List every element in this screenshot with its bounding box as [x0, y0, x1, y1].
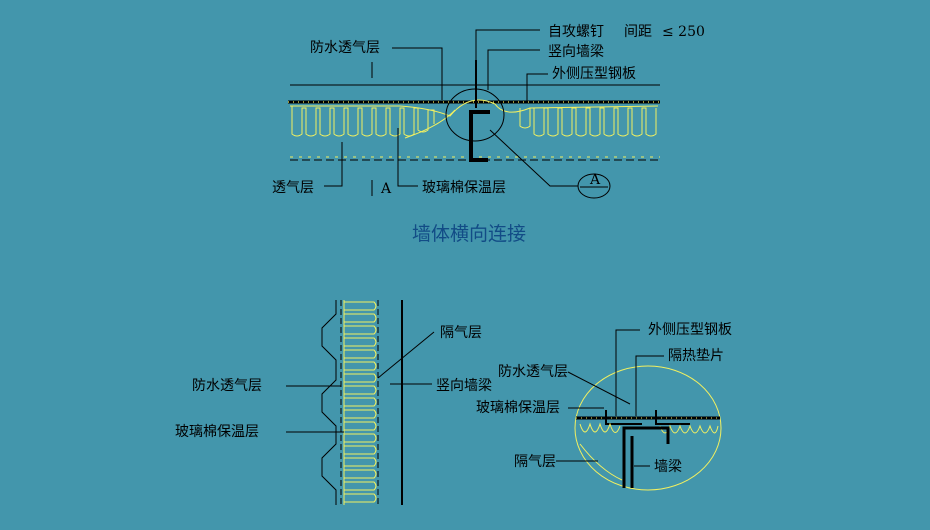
label-glass-wool-top: 玻璃棉保温层: [422, 179, 506, 196]
label-glass-wool-left: 玻璃棉保温层: [175, 423, 259, 440]
leader-vapor-barrier: [377, 331, 435, 379]
label-callout-mark: A: [589, 172, 601, 188]
detail-title: 墙体横向连接: [412, 223, 526, 245]
label-thermal-pad: 隔热垫片: [668, 348, 724, 364]
leader-breathable: [324, 142, 343, 187]
label-self-tapping-screw: 自攻螺钉: [548, 24, 604, 40]
vapor-barrier-curve: [579, 443, 623, 481]
label-waterproof-left: 防水透气层: [192, 378, 262, 394]
label-glass-wool-right: 玻璃棉保温层: [476, 399, 560, 416]
corrugated-outer-sheet: [321, 300, 337, 505]
label-vapor-barrier-right: 隔气层: [514, 454, 556, 470]
label-spacing-value: ≤ 250: [662, 24, 705, 40]
leader-screw: [475, 29, 540, 60]
vertical-wall-beam-section: [469, 110, 490, 162]
label-waterproof-right: 防水透气层: [498, 364, 568, 380]
callout-circle: [577, 173, 611, 199]
leader-beam: [487, 49, 540, 90]
label-waterproof-membrane-top: 防水透气层: [310, 40, 380, 56]
label-breathable-layer: 透气层: [272, 180, 314, 196]
membrane-bump: [290, 99, 659, 117]
label-spacing: 间距: [624, 24, 652, 40]
leader-callout: [489, 129, 578, 187]
glass-wool-insulation-right: [579, 422, 719, 434]
label-wall-beam: 墙梁: [654, 459, 682, 475]
label-outer-steel-sheet-top: 外侧压型钢板: [552, 66, 636, 82]
leader-thermal-pad: [635, 355, 664, 416]
leader-outer-sheet: [526, 73, 548, 102]
bottom-right-detail: 外侧压型钢板 隔热垫片 防水透气层 玻璃棉保温层 隔气层 墙梁: [476, 322, 732, 491]
glass-wool-insulation-top: [291, 106, 657, 137]
label-vertical-wall-beam-top: 竖向墙梁: [548, 44, 604, 60]
label-section-mark: A: [380, 181, 392, 197]
leader-waterproof-right: [567, 371, 631, 405]
leader-waterproof: [392, 47, 443, 100]
membrane-lower-curve: [404, 109, 456, 139]
bottom-left-detail: 隔气层 竖向墙梁 防水透气层 玻璃棉保温层: [175, 300, 492, 505]
thermal-pad-and-flange: [605, 410, 690, 425]
leader-outer-sheet-right: [615, 329, 640, 416]
label-outer-steel-sheet-right: 外侧压型钢板: [648, 322, 732, 338]
label-vapor-barrier-left: 隔气层: [440, 325, 482, 341]
glass-wool-insulation-left: [343, 301, 377, 503]
top-detail: 防水透气层 自攻螺钉 间距 ≤ 250 竖向墙梁 外侧压型钢板 透气层 A 玻璃…: [272, 24, 705, 245]
label-vertical-wall-beam-left: 竖向墙梁: [436, 378, 492, 394]
enlarged-detail-circle: [574, 365, 722, 491]
leader-glass-wool: [397, 128, 418, 187]
wall-beam-section: [622, 426, 670, 488]
